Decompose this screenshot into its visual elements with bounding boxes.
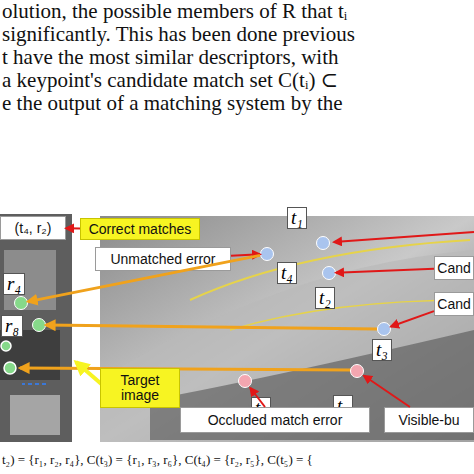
query-keypoint: t₅ [350, 364, 364, 378]
error-tag: Unmatched error [95, 247, 231, 271]
pointer-arrow [66, 227, 80, 229]
pointer-arrow [364, 376, 410, 407]
target-photo [0, 214, 72, 442]
photo-patch [10, 395, 60, 435]
target-keypoint: r₈ [32, 318, 46, 332]
target-keypoint: r₄ [14, 296, 28, 310]
pointer-arrow [231, 254, 260, 255]
query-keypoint: t₄ [260, 247, 274, 261]
pointer-arrow [336, 269, 434, 273]
tag-text: (t₄, r₂) [15, 221, 52, 236]
keypoint-label: t₁ [287, 207, 307, 229]
body-text: olution, the possible members of R that … [2, 0, 347, 23]
query-keypoint: t₂ [322, 266, 336, 280]
body-text: t have the most similar descriptors, wit… [2, 46, 339, 69]
legend-tag: Target image [100, 368, 180, 408]
tag-text: Cand [437, 297, 470, 312]
target-keypoint [4, 362, 16, 374]
query-keypoint: t₃ [377, 322, 391, 336]
keypoint-label: r₄ [3, 273, 25, 295]
query-keypoint: t₁ [316, 236, 330, 250]
tag-text: Unmatched error [110, 252, 215, 267]
photo-patch [4, 250, 56, 310]
candidate-tag: Cand [434, 256, 474, 280]
target-keypoint [1, 341, 11, 351]
tag-text: Visible-bu [398, 413, 459, 428]
keypoint-label: t₄ [277, 262, 297, 284]
photo-surface [100, 250, 474, 442]
keypoint-label: t₂ [315, 287, 335, 309]
pointer-arrow [391, 311, 434, 326]
error-tag: Occluded match error [180, 407, 370, 433]
body-text: a keypoint's candidate match set C(tᵢ) ⊂ [2, 69, 338, 92]
caption-formula: t₂) = {r₁, r₂, r₄}, C(t₃) = {r₁, r₃, r₆}… [2, 452, 313, 467]
tag-text: Correct matches [89, 222, 192, 237]
error-tag: Visible-bu [384, 407, 474, 433]
match-pair-box: (t₄, r₂) [0, 216, 66, 240]
tag-text: Cand [437, 261, 470, 276]
tag-text: Occluded match error [208, 413, 343, 428]
tag-text: Target image [101, 373, 179, 403]
match-arrow [46, 325, 377, 329]
photo-shadow [150, 330, 474, 440]
pointer-arrow [334, 232, 474, 242]
keypoint-label: t₃ [372, 339, 392, 361]
legend-tag: Correct matches [80, 218, 200, 240]
keypoint-label: r₈ [1, 315, 23, 337]
candidate-tag: Cand [434, 292, 474, 316]
dashed-arrow [22, 383, 46, 385]
body-text: significantly. This has been done previo… [2, 23, 355, 46]
match-arrow [20, 368, 352, 370]
photo-patch [0, 330, 60, 380]
query-keypoint: t₆ [238, 374, 252, 388]
body-text: e the output of a matching system by the [2, 92, 343, 115]
